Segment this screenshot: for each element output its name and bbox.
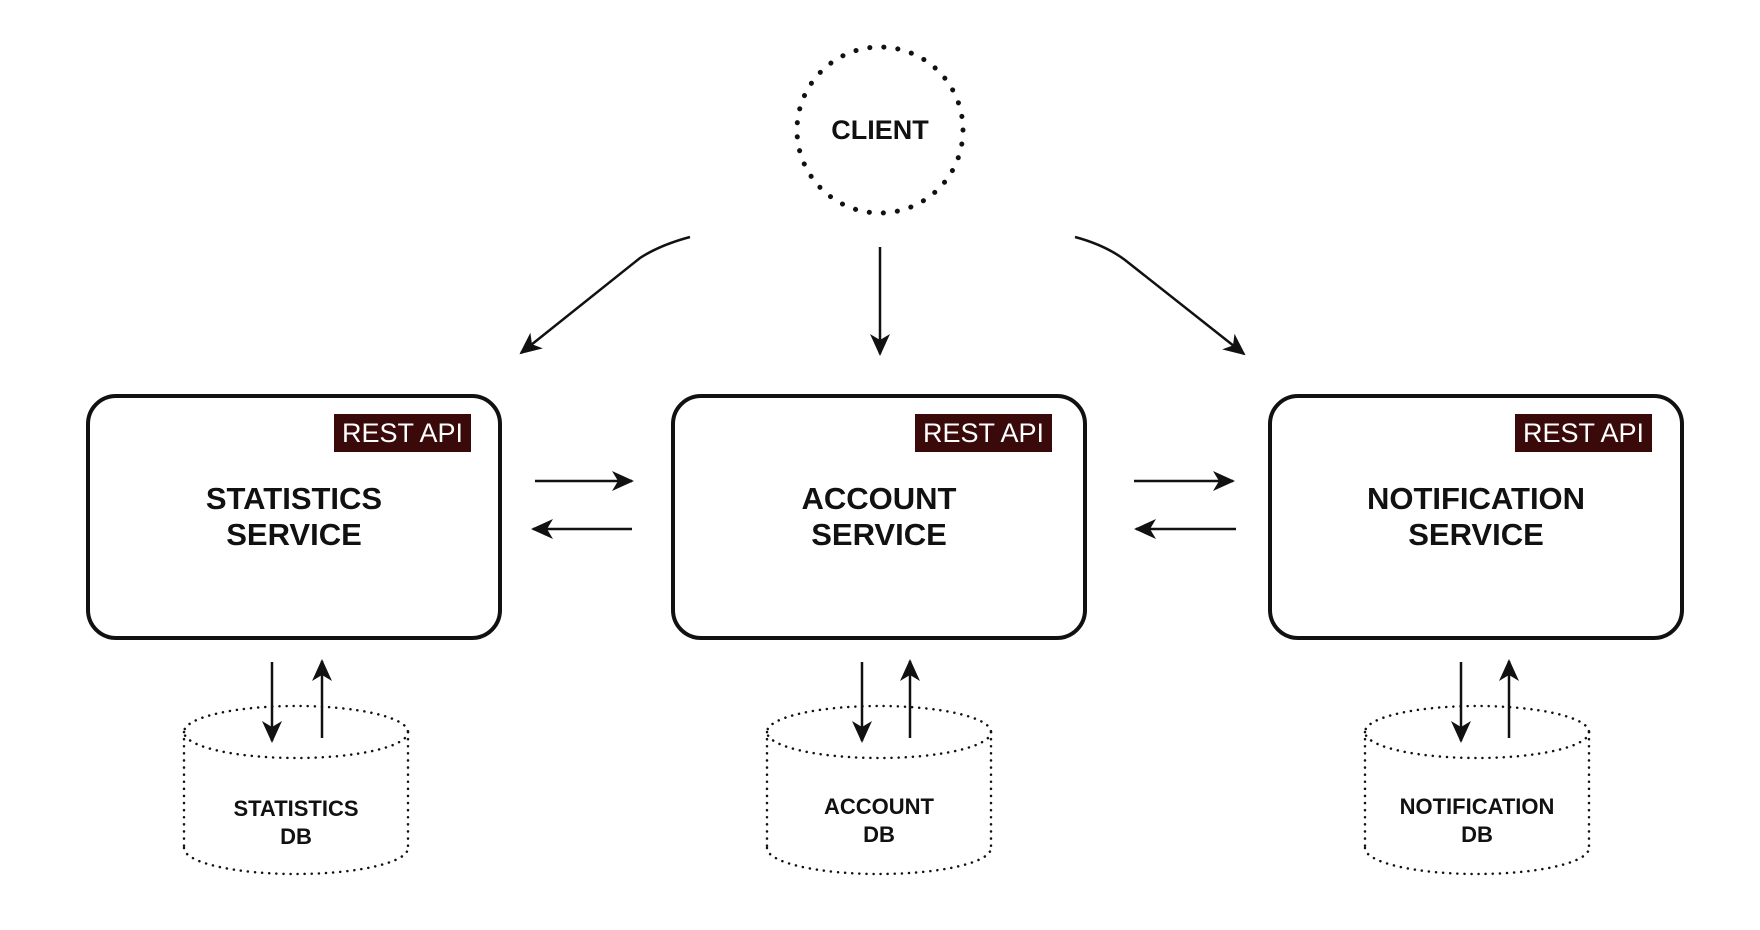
- statistics-service-box: [86, 394, 502, 640]
- client-node: [794, 44, 966, 216]
- account-service-line2: SERVICE: [811, 517, 947, 552]
- notification-service-line2: SERVICE: [1408, 517, 1544, 552]
- notification-db-line1: NOTIFICATION: [1399, 794, 1555, 819]
- account-service-box: [671, 394, 1087, 640]
- statistics-service-line1: STATISTICS: [205, 481, 383, 516]
- notification-service-line1: NOTIFICATION: [1366, 481, 1586, 516]
- notification-db-cylinder: [1363, 704, 1591, 876]
- statistics-service-line2: SERVICE: [226, 517, 362, 552]
- arrow-client-to-notification: [1074, 235, 1246, 356]
- notification-service-box: [1268, 394, 1684, 640]
- statistics-rest-api-badge: REST API: [334, 414, 472, 452]
- account-db-line2: DB: [863, 822, 895, 847]
- statistics-db-line2: DB: [280, 824, 312, 849]
- notification-rest-api-badge: REST API: [1515, 414, 1653, 452]
- statistics-db-label: STATISTICS DB: [196, 795, 396, 851]
- account-service-line1: ACCOUNT: [801, 481, 957, 516]
- account-db-label: ACCOUNT DB: [779, 793, 979, 849]
- account-db-line1: ACCOUNT: [824, 794, 934, 819]
- account-db-cylinder: [765, 704, 993, 876]
- account-service-title: ACCOUNT SERVICE: [679, 481, 1079, 553]
- arrow-client-to-statistics: [519, 235, 691, 355]
- notification-service-title: NOTIFICATION SERVICE: [1276, 481, 1676, 553]
- statistics-db-cylinder: [182, 704, 410, 876]
- client-label: CLIENT: [831, 115, 929, 145]
- statistics-db-line1: STATISTICS: [233, 796, 359, 821]
- statistics-service-title: STATISTICS SERVICE: [94, 481, 494, 553]
- notification-db-line2: DB: [1461, 822, 1493, 847]
- account-rest-api-badge: REST API: [915, 414, 1053, 452]
- notification-db-label: NOTIFICATION DB: [1377, 793, 1577, 849]
